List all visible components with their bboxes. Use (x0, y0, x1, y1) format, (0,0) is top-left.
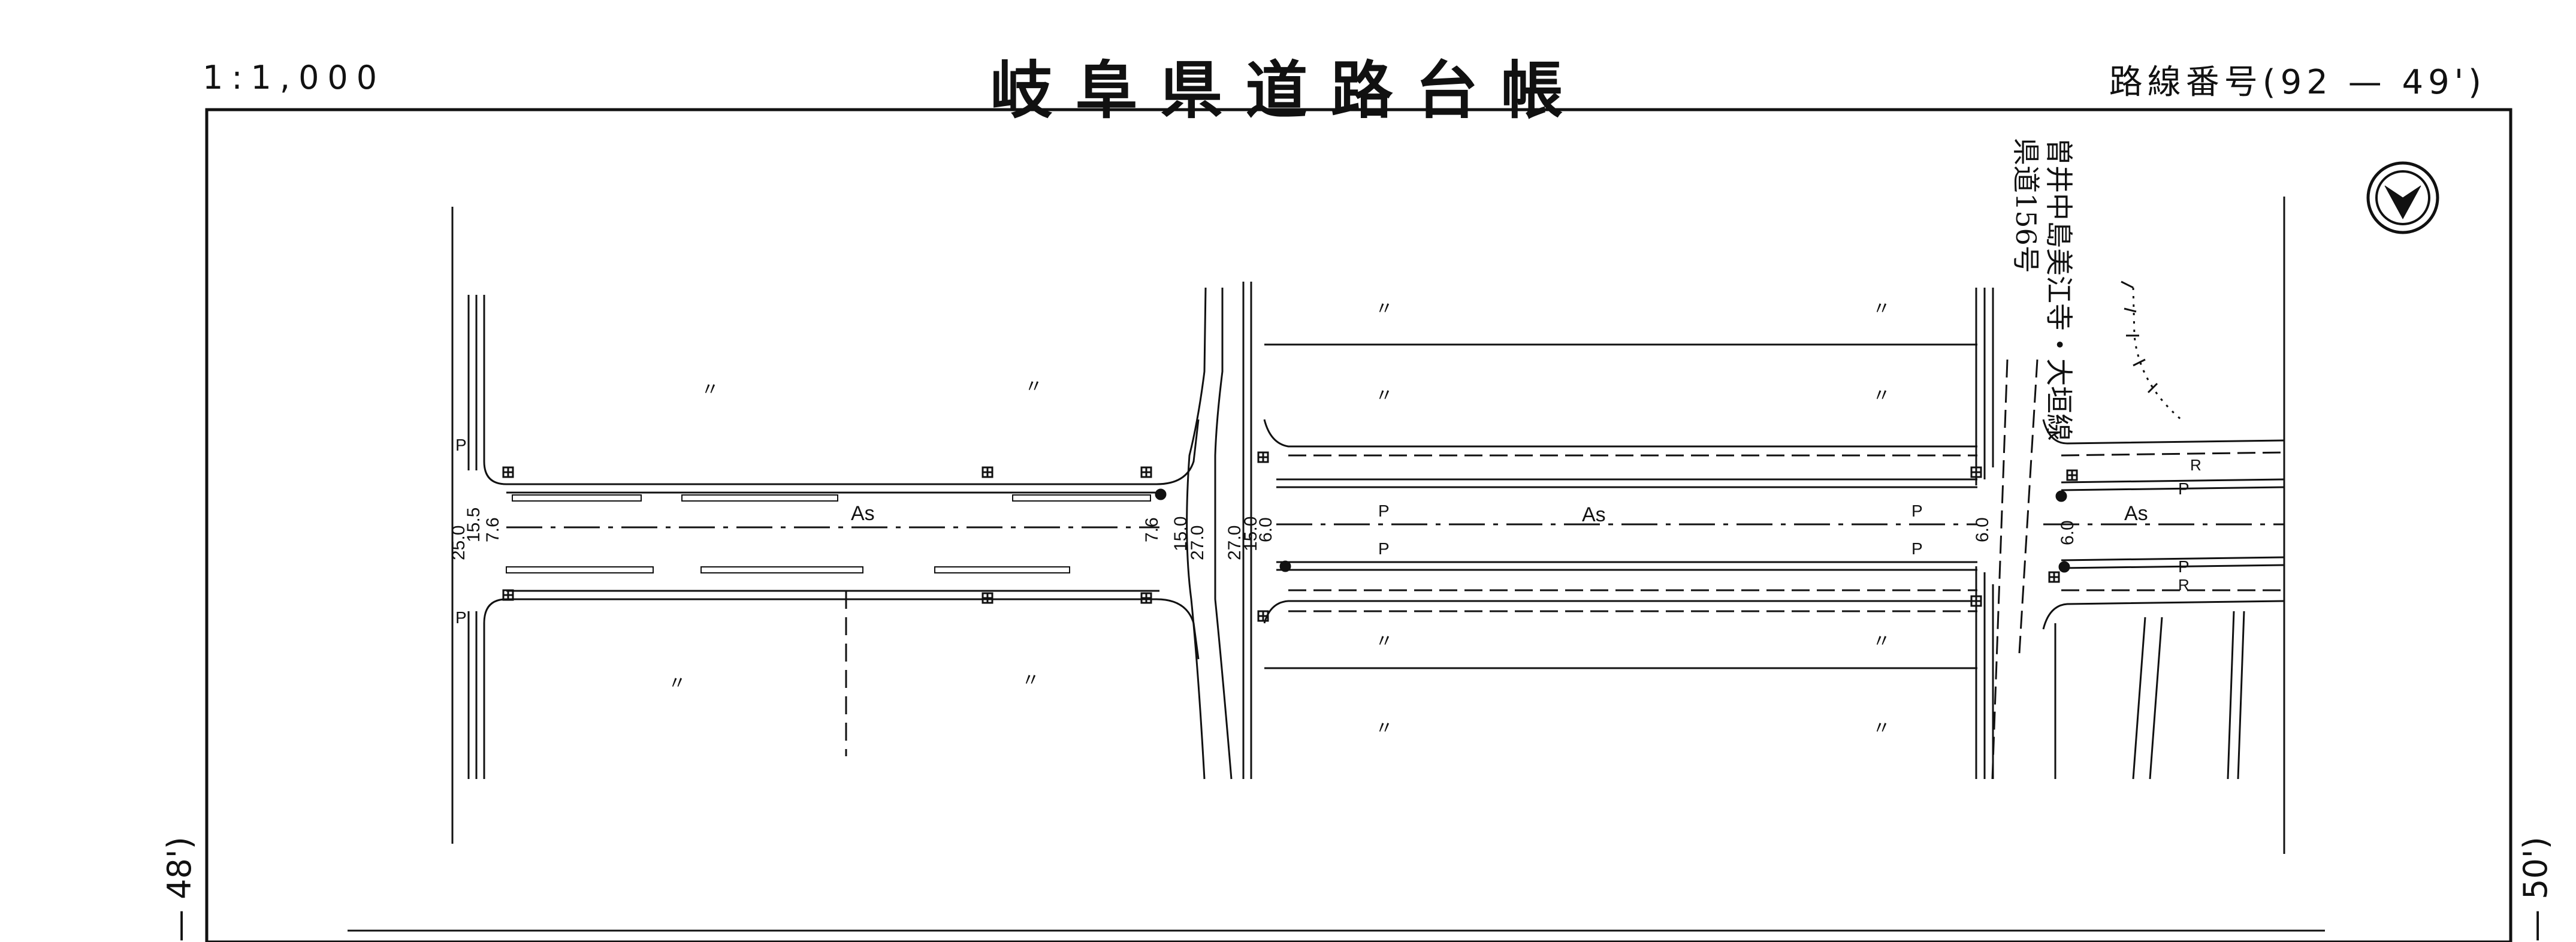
parking-label: P (1378, 539, 1390, 558)
parking-label: P (455, 608, 467, 627)
parking-label: P (2178, 479, 2190, 498)
rice-field-mark: 〃 (668, 674, 686, 693)
dimension-label: 15.5 (464, 508, 484, 542)
road-segment-right (2042, 419, 2285, 780)
ditch-label: R (2190, 456, 2201, 474)
scale-label: 1:1,000 (203, 59, 386, 96)
rice-field-mark: 〃 (1375, 299, 1393, 319)
road-segment-left (483, 419, 1200, 756)
rice-field-mark: 〃 (701, 380, 719, 400)
page-title: 岐阜県道路台帳 (990, 54, 1586, 127)
dimension-label: 6.0 (1256, 517, 1276, 542)
dimension-label: 7.6 (483, 517, 503, 542)
dimension-label: 27.0 (1225, 526, 1245, 560)
crossing-road-number: 県道156号 (2010, 138, 2042, 273)
north-arrow-icon (2366, 161, 2439, 234)
surface-label-left: As (851, 502, 875, 525)
crossing-road (1975, 288, 2039, 780)
rice-field-mark: 〃 (1873, 718, 1891, 738)
rice-field-mark: 〃 (1375, 718, 1393, 738)
route-number: 路線番号(92 — 49') (2109, 63, 2486, 102)
surface-label-middle: As (1582, 503, 1606, 526)
parking-label: P (1911, 539, 1923, 558)
parking-label: P (2178, 557, 2190, 576)
rice-field-mark: 〃 (1375, 386, 1393, 406)
dimension-label: 15.0 (1241, 517, 1261, 551)
dimension-label: 6.0 (1973, 517, 1992, 542)
rice-field-mark: 〃 (1873, 299, 1891, 319)
dimension-label: 15.0 (1171, 517, 1191, 551)
rice-field-mark: 〃 (1873, 632, 1891, 651)
rice-field-mark: 〃 (1022, 671, 1040, 690)
parking-label: P (455, 436, 467, 454)
crossing-road-name: 県道156号 曽井中島美江寺・大垣線 (2010, 138, 2075, 441)
left-cross-road (467, 295, 485, 779)
dimension-label: 6.0 (2058, 520, 2077, 545)
river-channel (1186, 282, 1252, 780)
parking-label: P (1378, 502, 1390, 520)
dimension-label: 7.6 (1142, 517, 1162, 542)
utility-pole-icon (1155, 488, 2070, 573)
drawing-frame (205, 108, 2512, 942)
dimension-label: 27.0 (1188, 526, 1207, 560)
drain-grate-icon (502, 451, 2078, 622)
dimension-label: 25.0 (449, 526, 469, 560)
road-segment-middle (1263, 343, 1977, 669)
surface-label-right: As (2124, 502, 2148, 525)
ditch-label: R (2178, 576, 2190, 594)
embankment-hatch (2121, 280, 2182, 421)
rice-field-mark: 〃 (1375, 632, 1393, 651)
crossing-road-route: 曽井中島美江寺・大垣線 (2043, 138, 2075, 441)
parking-label: P (1911, 502, 1923, 520)
rice-field-mark: 〃 (1873, 386, 1891, 406)
rice-field-mark: 〃 (1025, 377, 1043, 397)
dimension-labels: 25.0 15.5 7.6 7.6 15.0 27.0 27.0 15.0 6.… (449, 508, 2077, 560)
